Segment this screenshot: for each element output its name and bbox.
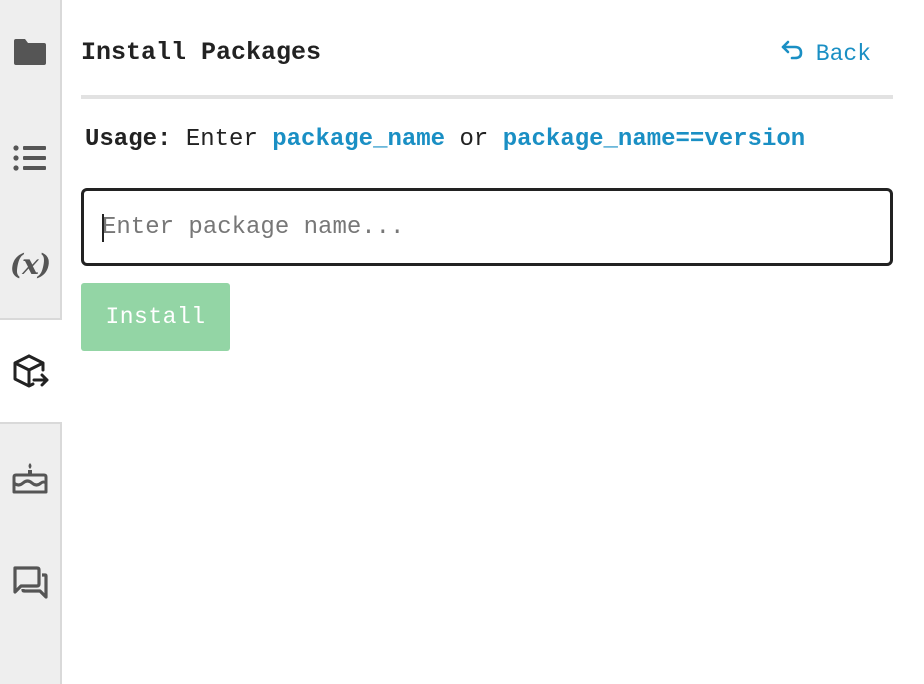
usage-or-text: or <box>459 126 489 153</box>
sidebar-item-outline[interactable] <box>0 106 60 210</box>
sidebar-item-files[interactable] <box>0 0 60 104</box>
back-button[interactable]: Back <box>780 39 871 68</box>
cake-icon <box>12 461 48 495</box>
install-button[interactable]: Install <box>81 283 230 351</box>
variables-icon: (x) <box>9 247 51 281</box>
usage-hint: Usage: Enter package_name or package_nam… <box>85 126 805 153</box>
sidebar-item-packages[interactable] <box>0 318 62 424</box>
usage-code-package-name: package_name <box>272 126 446 153</box>
package-input-wrapper <box>81 188 893 266</box>
install-packages-panel: Install Packages Back Usage: Enter packa… <box>81 0 893 351</box>
sidebar-item-chat[interactable] <box>0 530 60 634</box>
package-name-input[interactable] <box>84 191 890 263</box>
back-arrow-icon <box>780 39 804 68</box>
package-icon <box>12 353 50 389</box>
sidebar-item-snippets[interactable] <box>0 426 60 530</box>
list-icon <box>12 143 48 173</box>
text-caret <box>102 214 104 242</box>
page-title: Install Packages <box>81 38 322 67</box>
folder-icon <box>12 37 48 67</box>
panel-header: Install Packages Back <box>81 0 893 99</box>
usage-code-package-version: package_name==version <box>502 126 806 153</box>
sidebar: (x) <box>0 0 62 684</box>
usage-enter-text: Enter <box>185 126 258 153</box>
sidebar-item-variables[interactable]: (x) <box>0 212 60 316</box>
usage-label: Usage: <box>85 126 172 153</box>
chat-icon <box>11 565 49 599</box>
back-label: Back <box>815 40 871 67</box>
